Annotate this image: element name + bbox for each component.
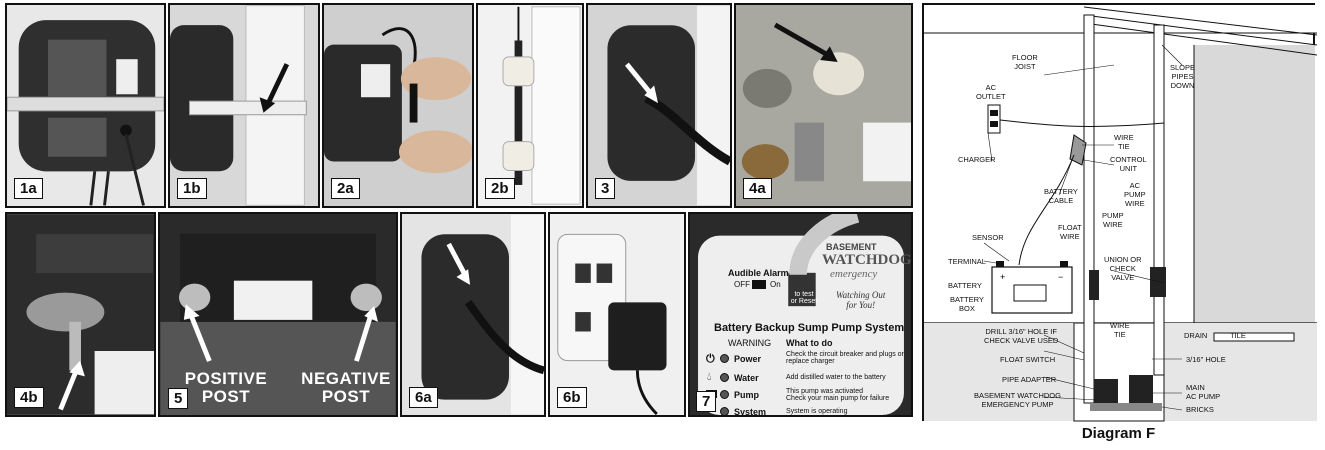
photo-6a: 6a — [400, 212, 546, 417]
status-text: Add distilled water to the battery — [786, 374, 886, 381]
plug-into-unit-illustration — [421, 214, 544, 415]
status-text: Check the circuit breaker and plugs or r… — [786, 351, 904, 365]
label-terminal: TERMINAL — [948, 257, 986, 266]
label-slope-pipes: SLOPE PIPES DOWN — [1170, 63, 1196, 90]
photo-4a: 4a — [734, 3, 913, 208]
panel-label: 6a — [409, 387, 438, 408]
label-pipe-adapter: PIPE ADAPTER — [1002, 375, 1057, 384]
panel-label: 3 — [595, 178, 616, 199]
panel-label: 2a — [331, 178, 360, 199]
pump-led — [720, 390, 729, 399]
photo-2a: 2a — [322, 3, 474, 208]
label-sensor: SENSOR — [972, 233, 1004, 242]
label-tile: TILE — [1230, 331, 1246, 340]
alarm-off: OFF — [734, 280, 750, 289]
outlet-charger-illustration — [557, 233, 667, 415]
label-float-wire: FLOAT WIRE — [1058, 223, 1082, 241]
power-led — [720, 354, 729, 363]
panel-label: 7 — [696, 391, 717, 412]
control-unit-front-illustration — [698, 214, 904, 415]
alarm-toggle[interactable] — [752, 280, 766, 289]
control-unit-back-illustration — [7, 20, 164, 206]
photo-6b: 6b — [548, 212, 686, 417]
photo-4b: 4b — [5, 212, 156, 417]
status-text: System is operating — [786, 408, 848, 415]
label-control-unit: CONTROL UNIT — [1110, 155, 1147, 173]
battery-posts-illustration — [160, 233, 396, 415]
float-switch-illustration — [502, 6, 581, 205]
photo-7: Audible Alarm OFF On to test or Reset BA… — [688, 212, 913, 417]
label-ac-pump-wire: AC PUMP WIRE — [1124, 181, 1146, 208]
system-title: Battery Backup Sump Pump System — [714, 322, 905, 334]
warning-header: WARNING — [728, 338, 772, 348]
panel-label: 1b — [177, 178, 207, 199]
installation-diagram: + − FLOOR JOIST SLOPE PIPES DOWN AC OUTL… — [922, 3, 1317, 422]
photo-3: 3 — [586, 3, 732, 208]
label-emergency-pump: BASEMENT WATCHDOG EMERGENCY PUMP — [974, 391, 1061, 409]
label-main-pump: MAIN AC PUMP — [1186, 383, 1221, 401]
label-battery-cable: BATTERY CABLE — [1044, 187, 1078, 205]
label-union-valve: UNION OR CHECK VALVE — [1104, 255, 1142, 282]
what-to-do-header: What to do — [786, 338, 833, 348]
status-name: System — [734, 407, 767, 417]
diagram-caption: Diagram F — [1081, 425, 1156, 442]
brand-top: BASEMENT — [826, 242, 877, 252]
battery-terminal-illustration — [7, 214, 154, 415]
panel-label: 4a — [743, 178, 772, 199]
water-drop-icon: 💧︎ — [707, 370, 712, 383]
label-wire-tie-bottom: WIRE TIE — [1110, 321, 1130, 339]
brand-name: WATCHDOG — [822, 252, 912, 268]
status-name: Pump — [734, 390, 760, 400]
label-float-switch: FLOAT SWITCH — [1000, 355, 1056, 364]
svg-text:+: + — [1000, 272, 1005, 282]
status-name: Water — [734, 373, 759, 383]
panel-label: 1a — [14, 178, 43, 199]
test-reset-button[interactable]: to test or Reset — [790, 291, 818, 305]
power-icon: ⏻ — [706, 352, 715, 365]
plug-connection-illustration — [324, 27, 472, 174]
photo-1b: 1b — [168, 3, 320, 208]
label-drill-hole: DRILL 3/16" HOLE IF CHECK VALVE USED — [984, 327, 1059, 345]
label-floor-joist: FLOOR JOIST — [1012, 53, 1038, 71]
photo-1a: 1a — [5, 3, 166, 208]
tagline: Watching Out for You! — [836, 290, 886, 310]
water-led — [720, 373, 729, 382]
negative-post-label: NEGATIVE POST — [301, 369, 391, 406]
positive-post-label: POSITIVE POST — [184, 369, 268, 406]
panel-label: 2b — [485, 178, 515, 199]
photo-2b: 2b — [476, 3, 584, 208]
label-wire-tie-top: WIRE TIE — [1114, 133, 1134, 151]
alarm-label: Audible Alarm — [728, 268, 789, 278]
label-charger: CHARGER — [958, 155, 996, 164]
svg-text:−: − — [1058, 272, 1063, 282]
brand-sub: emergency — [830, 268, 878, 280]
status-name: Power — [734, 354, 762, 364]
panel-label: 6b — [557, 387, 587, 408]
photo-5: POSITIVE POST NEGATIVE POST 5 — [158, 212, 398, 417]
battery-cap-illustration — [741, 22, 911, 182]
label-hole: 3/16" HOLE — [1186, 355, 1226, 364]
alarm-on: On — [770, 280, 781, 289]
label-battery-box: BATTERY BOX — [950, 295, 984, 313]
label-pump-wire: PUMP WIRE — [1102, 211, 1124, 229]
label-drain: DRAIN — [1184, 331, 1208, 340]
system-led — [720, 407, 729, 415]
label-battery: BATTERY — [948, 281, 982, 290]
label-ac-outlet: AC OUTLET — [976, 83, 1006, 101]
status-text: This pump was activated Check your main … — [786, 388, 890, 402]
panel-label: 5 — [168, 388, 189, 409]
cable-routing-illustration — [607, 5, 730, 206]
diagram-drawing: + − — [924, 5, 1317, 422]
panel-label: 4b — [14, 387, 44, 408]
label-bricks: BRICKS — [1186, 405, 1214, 414]
pipe-mount-illustration — [170, 5, 307, 206]
